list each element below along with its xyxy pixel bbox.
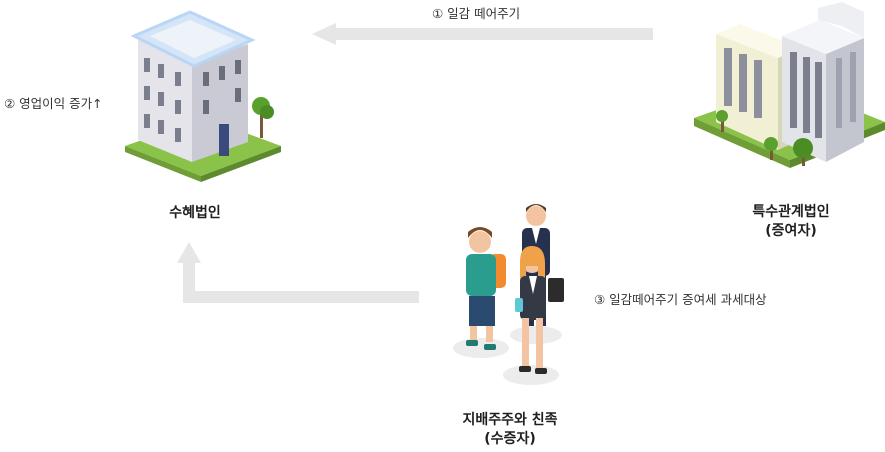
shareholders-name: 지배주주와 친족 [462,412,558,428]
shareholders-label: 지배주주와 친족 (수증자) [445,411,575,449]
step2-label: ② 영업이익 증가↑ [4,96,103,111]
shareholders-people-icon [453,204,564,385]
step3-label: ③ 일감떼어주기 증여세 과세대상 [594,292,767,307]
beneficiary-building-icon [125,10,281,182]
arrow-tax-target [177,242,419,303]
related-corp-label: 특수관계법인 (증여자) [735,203,847,241]
beneficiary-name: 수혜법인 [169,205,221,221]
arrow-gift-work [312,23,653,45]
related-corp-building-icon [694,2,885,168]
shareholders-role: (수증자) [484,431,536,447]
related-corp-name: 특수관계법인 [752,204,830,220]
step1-label: ① 일감 떼어주기 [432,6,521,21]
related-corp-role: (증여자) [765,223,817,239]
